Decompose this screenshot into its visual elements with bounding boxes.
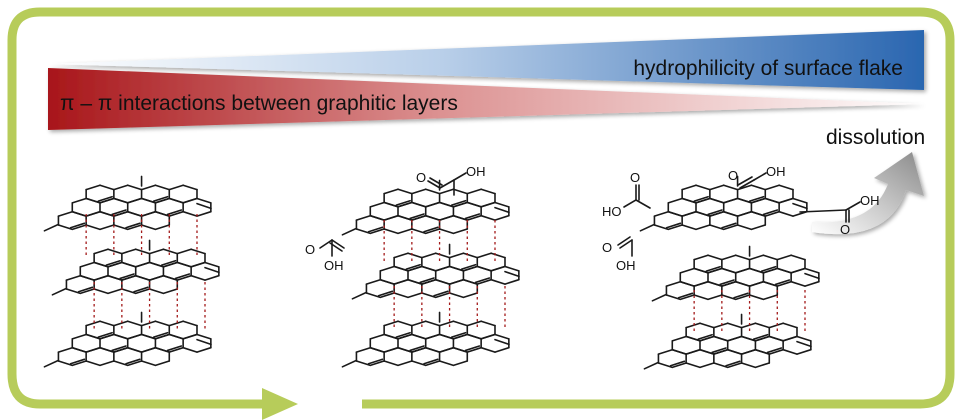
svg-text:O: O (840, 222, 850, 237)
carboxyl-group-top-right: O OH (728, 164, 786, 189)
svg-text:O: O (602, 240, 612, 255)
carboxyl-group-top: O OH (416, 164, 486, 196)
pi-interaction-label: π – π interactions between graphitic lay… (60, 92, 458, 115)
graphene-layer-bottom (341, 311, 510, 368)
carboxyl-group-upper-left: O HO (602, 170, 651, 219)
svg-text:O: O (305, 242, 315, 257)
dissolution-arrow (812, 152, 924, 235)
svg-text:HO: HO (602, 204, 622, 219)
svg-text:OH: OH (860, 193, 880, 208)
graphene-layer-middle (51, 239, 220, 296)
graphene-layer-bottom (643, 313, 812, 370)
graphite-stack-partially-oxidized (341, 179, 520, 368)
process-frame (7, 7, 955, 420)
carboxyl-group-left: O OH (305, 239, 345, 273)
graphene-layer-detaching (639, 175, 808, 232)
carboxyl-group-dissolving: OH O (799, 193, 880, 237)
pi-stacking-lines-lower (393, 286, 506, 330)
graphite-stack-oxidized-exfoliating (639, 175, 820, 370)
graphene-layer-bottom (43, 311, 212, 368)
frame-loop (7, 7, 955, 409)
dissolution-label: dissolution (826, 126, 925, 149)
hydrophilicity-label: hydrophilicity of surface flake (633, 57, 903, 80)
graphene-layer-middle (351, 243, 520, 300)
svg-text:OH: OH (324, 258, 344, 273)
carboxyl-group-lower-left: O OH (602, 236, 636, 273)
svg-text:OH: OH (466, 164, 486, 179)
graphene-layer-middle (651, 245, 820, 302)
pi-interaction-wedge (48, 68, 924, 130)
pi-stacking-lines-lower (693, 290, 806, 332)
pi-stacking-lines-upper (85, 214, 198, 258)
graphite-stack-pristine (43, 175, 220, 368)
svg-text:O: O (416, 170, 426, 185)
graphene-layer-top (43, 175, 212, 232)
frame-arrow-head (262, 388, 298, 420)
svg-text:OH: OH (616, 258, 636, 273)
pi-stacking-lines-lower (93, 282, 206, 330)
svg-text:O: O (630, 170, 640, 185)
graphene-layer-top (341, 179, 510, 236)
svg-text:O: O (728, 168, 738, 183)
svg-text:OH: OH (766, 164, 786, 179)
hydrophilicity-wedge (48, 30, 924, 90)
pi-stacking-lines-upper (383, 220, 496, 262)
